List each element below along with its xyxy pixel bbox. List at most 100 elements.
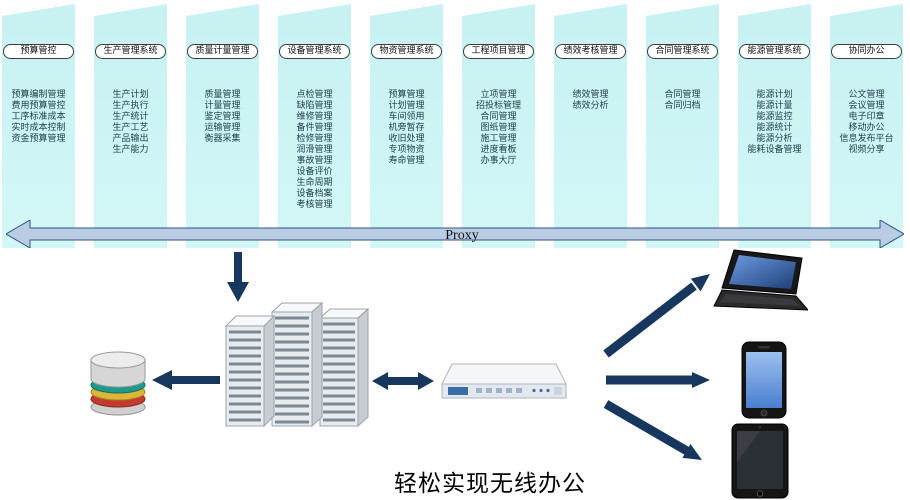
- proxy-arrow-shape: [6, 220, 904, 248]
- module-title: 协同办公: [831, 44, 902, 59]
- module-item: 事故管理: [296, 156, 333, 166]
- proxy-label: Proxy: [445, 228, 478, 243]
- arrow-double-servers-router-icon: [372, 372, 434, 390]
- module-items: 立项管理招投标管理合同管理图纸管理施工管理进度看板办事大厅: [462, 90, 535, 167]
- module-items: 点检管理缺陷管理维修管理备件管理检修管理润滑管理事故管理设备评价生命周期设备档案…: [278, 90, 351, 211]
- module-item: 设备评价: [296, 167, 333, 177]
- module-item: 缺陷管理: [296, 101, 333, 111]
- tablet-icon: [731, 423, 789, 499]
- module-title: 预算管控: [3, 44, 74, 59]
- database-cylinder-icon: [90, 351, 146, 416]
- module-item: 车间领用: [388, 112, 425, 122]
- module-item: 费用预算管控: [11, 101, 66, 111]
- module-item: 计量管理: [204, 101, 241, 111]
- module-item: 立项管理: [480, 90, 517, 100]
- module-item: 润滑管理: [296, 145, 333, 155]
- module-title: 物资管理系统: [371, 44, 442, 59]
- module-column: 绩效考核管理绩效管理绩效分析: [554, 4, 627, 248]
- module-column: 预算管控预算编制管理费用预算管控工序标准成本实时成本控制资金预算管理: [2, 4, 75, 248]
- module-column: 协同办公公文管理会议管理电子印章移动办公信息发布平台视频分享: [830, 4, 903, 248]
- module-item: 质量管理: [204, 90, 241, 100]
- module-column: 生产管理系统生产计划生产执行生产统计生产工艺产品输出生产能力: [94, 4, 167, 248]
- module-item: 公文管理: [848, 90, 885, 100]
- module-items: 能源计划能源计量能源监控能源统计能源分析能耗设备管理: [738, 90, 811, 156]
- module-items: 预算管理计划管理车间领用机旁暂存收旧处理专项物资寿命管理: [370, 90, 443, 167]
- server-rack-icon: [224, 301, 370, 428]
- module-item: 点检管理: [296, 90, 333, 100]
- module-item: 资金预算管理: [11, 134, 66, 144]
- module-item: 生产统计: [112, 112, 149, 122]
- module-item: 运输管理: [204, 123, 241, 133]
- module-item: 收旧处理: [388, 134, 425, 144]
- module-item: 进度看板: [480, 145, 517, 155]
- module-items: 合同管理合同归档: [646, 90, 719, 112]
- module-items: 质量管理计量管理鉴定管理运输管理衡器采集: [186, 90, 259, 145]
- smartphone-icon: [741, 341, 787, 419]
- module-item: 预算管理: [388, 90, 425, 100]
- module-item: 会议管理: [848, 101, 885, 111]
- module-item: 办事大厅: [480, 156, 517, 166]
- module-column: 能源管理系统能源计划能源计量能源监控能源统计能源分析能耗设备管理: [738, 4, 811, 248]
- module-item: 能源监控: [756, 112, 793, 122]
- network-router-icon: [441, 363, 567, 399]
- module-item: 能耗设备管理: [747, 145, 802, 155]
- module-item: 能源计划: [756, 90, 793, 100]
- module-item: 合同归档: [664, 101, 701, 111]
- module-item: 衡器采集: [204, 134, 241, 144]
- module-item: 寿命管理: [388, 156, 425, 166]
- arrows-to-devices-icon: [603, 274, 710, 460]
- module-item: 维修管理: [296, 112, 333, 122]
- module-item: 生命周期: [296, 178, 333, 188]
- module-item: 合同管理: [664, 90, 701, 100]
- module-items: 生产计划生产执行生产统计生产工艺产品输出生产能力: [94, 90, 167, 156]
- module-item: 合同管理: [480, 112, 517, 122]
- module-column: 工程项目管理立项管理招投标管理合同管理图纸管理施工管理进度看板办事大厅: [462, 4, 535, 248]
- proxy-arrow: Proxy: [6, 220, 904, 248]
- module-item: 预算编制管理: [11, 90, 66, 100]
- module-item: 电子印章: [848, 112, 885, 122]
- module-item: 能源分析: [756, 134, 793, 144]
- module-items: 绩效管理绩效分析: [554, 90, 627, 112]
- module-item: 绩效管理: [572, 90, 609, 100]
- module-column: 合同管理系统合同管理合同归档: [646, 4, 719, 248]
- module-item: 计划管理: [388, 101, 425, 111]
- module-title: 质量计量管理: [187, 44, 258, 59]
- module-column: 设备管理系统点检管理缺陷管理维修管理备件管理检修管理润滑管理事故管理设备评价生命…: [278, 4, 351, 248]
- module-item: 机旁暂存: [388, 123, 425, 133]
- module-item: 专项物资: [388, 145, 425, 155]
- module-column: 质量计量管理质量管理计量管理鉴定管理运输管理衡器采集: [186, 4, 259, 248]
- module-item: 图纸管理: [480, 123, 517, 133]
- module-item: 能源计量: [756, 101, 793, 111]
- module-item: 视频分享: [848, 145, 885, 155]
- module-item: 工序标准成本: [11, 112, 66, 122]
- module-item: 信息发布平台: [839, 134, 894, 144]
- module-column: 物资管理系统预算管理计划管理车间领用机旁暂存收旧处理专项物资寿命管理: [370, 4, 443, 248]
- module-item: 移动办公: [848, 123, 885, 133]
- module-item: 考核管理: [296, 200, 333, 210]
- module-title: 绩效考核管理: [555, 44, 626, 59]
- module-title: 生产管理系统: [95, 44, 166, 59]
- module-items: 预算编制管理费用预算管控工序标准成本实时成本控制资金预算管理: [2, 90, 75, 145]
- module-title: 设备管理系统: [279, 44, 350, 59]
- module-item: 产品输出: [112, 134, 149, 144]
- module-title: 工程项目管理: [463, 44, 534, 59]
- module-item: 施工管理: [480, 134, 517, 144]
- module-title: 能源管理系统: [739, 44, 810, 59]
- module-item: 检修管理: [296, 134, 333, 144]
- module-item: 设备档案: [296, 189, 333, 199]
- module-item: 招投标管理: [475, 101, 521, 111]
- module-item: 生产执行: [112, 101, 149, 111]
- module-items: 公文管理会议管理电子印章移动办公信息发布平台视频分享: [830, 90, 903, 156]
- module-title: 合同管理系统: [647, 44, 718, 59]
- laptop-icon: [713, 249, 808, 311]
- caption-text: 轻松实现无线办公: [394, 471, 586, 497]
- module-item: 绩效分析: [572, 101, 609, 111]
- module-item: 能源统计: [756, 123, 793, 133]
- module-item: 生产能力: [112, 145, 149, 155]
- module-item: 鉴定管理: [204, 112, 241, 122]
- module-item: 生产工艺: [112, 123, 149, 133]
- module-item: 备件管理: [296, 123, 333, 133]
- arrow-left-to-database-icon: [152, 370, 220, 390]
- arrow-down-to-servers-icon: [227, 252, 249, 302]
